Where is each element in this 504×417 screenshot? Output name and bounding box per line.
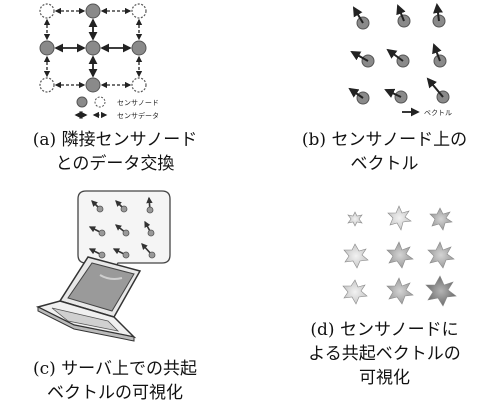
glyph [343,243,369,269]
glyph [387,205,412,231]
panel-b: ベクトル [330,0,470,118]
caption-a-line1: (a) 隣接センサノード [32,130,198,150]
panel-d [335,200,465,310]
caption-b-line1: (b) センサノード上の [301,130,468,150]
legend-b: ベクトル [402,107,452,117]
caption-d-line3: 可視化 [359,368,410,388]
laptop-icon [35,256,142,342]
caption-a: (a) 隣接センサノード とのデータ交換 [0,128,230,176]
legend-node-label: センサノード [117,99,159,107]
legend-vector-label: ベクトル [424,109,452,117]
caption-a-line2: とのデータ交換 [55,154,175,174]
caption-d-line2: よる共起ベクトルの [308,344,461,364]
sensor-nodes [39,3,147,93]
star-glyph-grid [342,205,457,307]
legend-a: センサノード センサデータ [74,96,159,120]
glyph [342,279,368,305]
panel-a: センサノード センサデータ [20,0,220,125]
glyph [347,211,363,227]
glyph [427,241,455,269]
node-vectors-diagram: ベクトル [348,3,452,117]
legend-data-label: センサデータ [117,111,159,120]
caption-c: (c) サーバ上での共起 ベクトルの可視化 [0,357,230,405]
sensor-grid-diagram: センサノード センサデータ [39,3,159,120]
caption-d-line1: (d) センサノードに [310,320,459,340]
caption-c-line1: (c) サーバ上での共起 [32,359,198,379]
caption-d: (d) センサノードに よる共起ベクトルの 可視化 [265,318,504,390]
laptop-visualization [35,190,171,342]
caption-b: (b) センサノード上の ベクトル [265,128,504,176]
caption-b-line2: ベクトル [350,154,419,174]
panel-c [30,185,210,350]
glyph [425,275,457,307]
caption-c-line2: ベクトルの可視化 [47,383,183,403]
glyph [386,241,414,269]
glyph [386,277,414,305]
glyph [429,207,453,231]
